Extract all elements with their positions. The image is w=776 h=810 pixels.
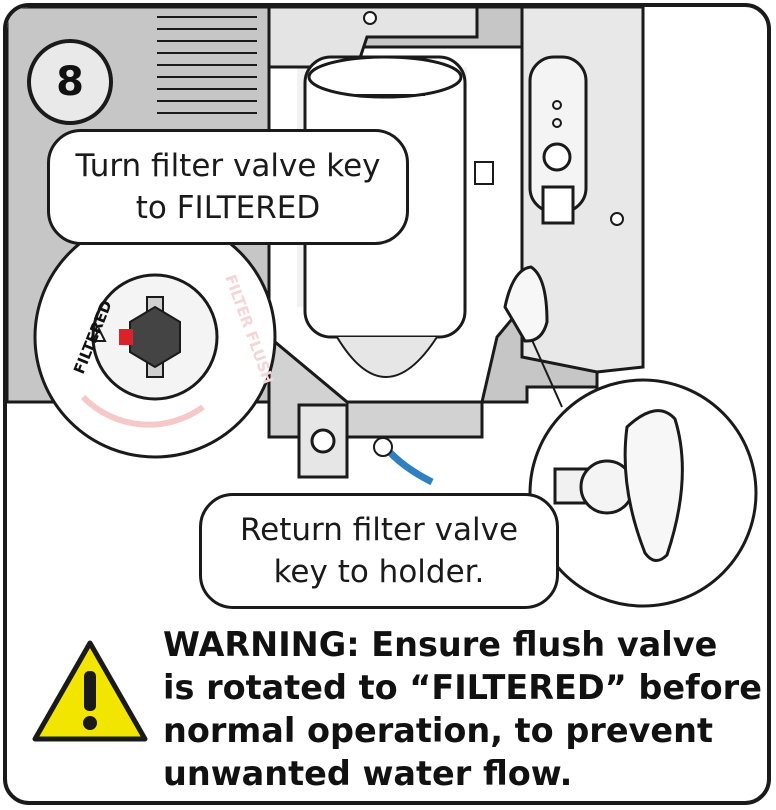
warning-line-4: unwanted water flow. bbox=[163, 754, 573, 793]
water-tube bbox=[382, 444, 434, 486]
filter-reflection bbox=[336, 336, 438, 378]
step-number: 8 bbox=[56, 59, 84, 105]
instruction-card: FILTERED FILTER FLUSH 8 Turn filter valv… bbox=[3, 3, 771, 805]
callout-leader-line bbox=[531, 339, 563, 408]
warning-line-2: is rotated to “FILTERED” before bbox=[163, 668, 762, 707]
valve-key-magnified bbox=[528, 378, 758, 608]
dispense-button bbox=[542, 142, 572, 172]
turn-valve-line-2: to FILTERED bbox=[135, 190, 321, 226]
turn-valve-line-1: Turn filter valve key bbox=[75, 148, 381, 184]
valve-dial-magnified: FILTERED FILTER FLUSH bbox=[33, 215, 277, 459]
vent-grille bbox=[157, 16, 257, 114]
turn-valve-callout: Turn filter valve key to FILTERED bbox=[47, 129, 409, 245]
dial-hex-nut bbox=[129, 305, 181, 369]
warning-line-1: WARNING: Ensure flush valve bbox=[163, 625, 718, 664]
indicator-light-top bbox=[552, 100, 562, 110]
bracket-screw bbox=[363, 11, 377, 25]
step-number-badge: 8 bbox=[27, 39, 113, 125]
filter-cap bbox=[307, 55, 463, 99]
warning-message: WARNING: Ensure flush valve is rotated t… bbox=[163, 623, 767, 795]
top-bracket bbox=[267, 7, 479, 69]
tube-fitting bbox=[373, 437, 393, 457]
sensor-window bbox=[541, 185, 575, 225]
key-handle bbox=[623, 409, 684, 562]
flush-arc bbox=[80, 394, 205, 428]
filtered-pointer-icon bbox=[91, 326, 107, 342]
return-key-line-1: Return filter valve bbox=[239, 512, 519, 548]
return-key-callout: Return filter valve key to holder. bbox=[199, 493, 559, 609]
valve-indicator-red bbox=[119, 329, 133, 345]
flush-valve bbox=[310, 428, 336, 454]
door-screw bbox=[610, 212, 624, 226]
indicator-light-bottom bbox=[552, 118, 562, 128]
warning-line-3: normal operation, to prevent bbox=[163, 711, 713, 750]
wall-clip bbox=[474, 161, 494, 185]
warning-triangle-icon bbox=[32, 640, 148, 742]
return-key-line-2: key to holder. bbox=[273, 554, 485, 590]
valve-key-in-holder bbox=[503, 265, 549, 343]
